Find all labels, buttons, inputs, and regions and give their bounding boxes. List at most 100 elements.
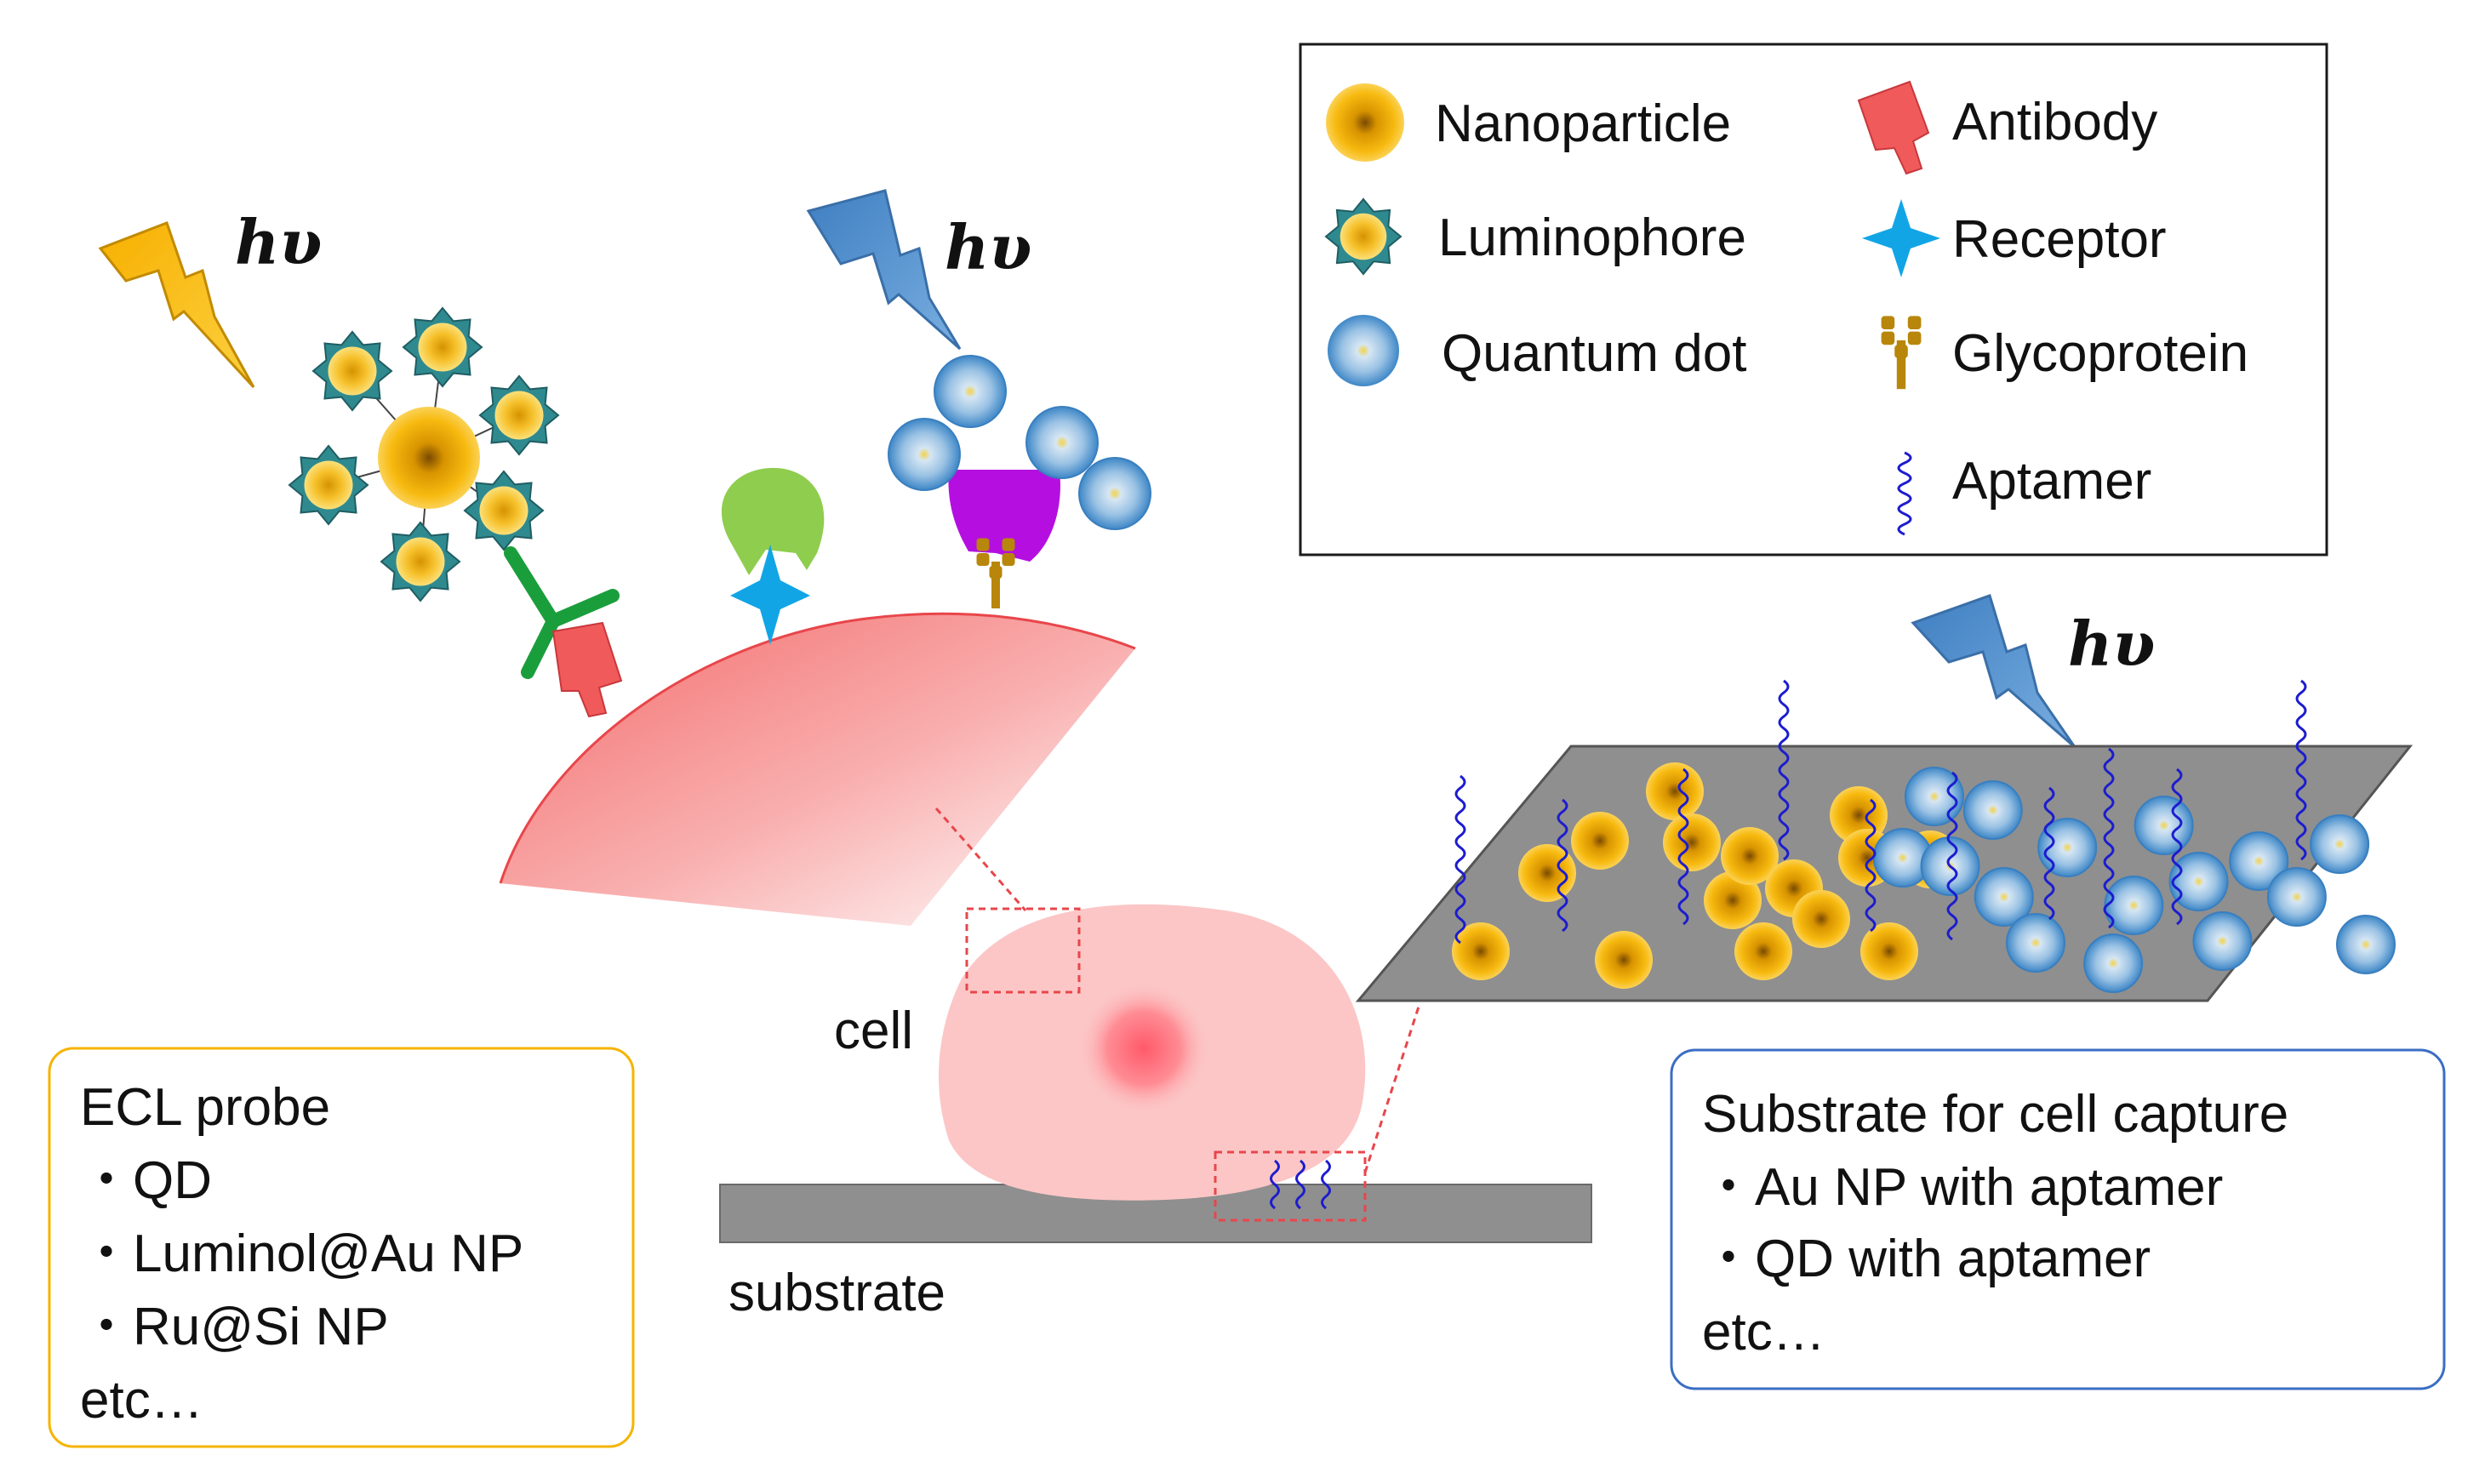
glycoprotein-sugar	[976, 538, 990, 551]
aptamer-icon	[1897, 451, 1912, 536]
glycoprotein-on-membrane	[976, 538, 1015, 608]
aptamer-strand	[1321, 1159, 1331, 1210]
quantum-dot	[1025, 406, 1099, 479]
luminophore-core	[479, 486, 528, 535]
receptor-star	[730, 545, 810, 645]
zoom-line-substrate	[1363, 1003, 1421, 1173]
zoom-box-membrane	[965, 907, 1081, 994]
quantum-dot	[1962, 780, 2023, 840]
ecl-probe-item: ・Luminol@Au NP	[80, 1224, 523, 1283]
ecl-probe-item: etc…	[80, 1371, 203, 1430]
antibody-icon	[1857, 80, 1930, 175]
antibody-green-y	[504, 546, 620, 679]
quantum-dot	[1974, 867, 2034, 927]
luminophore-core	[396, 537, 445, 586]
ecl-probe-item: ・Ru@Si NP	[80, 1298, 389, 1356]
aptamer-strand	[2171, 768, 2183, 926]
glycoprotein-icon	[1881, 316, 1922, 390]
glycoprotein-sugar	[1907, 316, 1922, 329]
cell-membrane-zoom	[500, 614, 1135, 926]
zoom-box-substrate	[1214, 1150, 1367, 1222]
luminophore-core	[328, 346, 377, 396]
legend-glycoprotein-label: Glycoprotein	[1952, 324, 2248, 383]
aptamer-strand	[2043, 786, 2055, 921]
quantum-dot	[888, 418, 961, 491]
glycoprotein-sugar	[1881, 316, 1895, 329]
photon-label-left: hυ	[235, 206, 322, 278]
legend-quantum-dot-label: Quantum dot	[1442, 324, 1746, 383]
antibody-red-on-membrane	[551, 621, 623, 718]
quantum-dot	[2266, 867, 2327, 927]
cell-membrane-edge	[499, 612, 1136, 884]
nanoparticle	[1571, 812, 1629, 870]
aptamer-strand	[2295, 679, 2307, 861]
nanoparticle	[1721, 827, 1779, 885]
quantum-dot	[934, 355, 1007, 428]
cell-label: cell	[834, 1002, 913, 1060]
ecl-probe-item: ・QD	[80, 1151, 212, 1210]
capture-box-item: etc…	[1702, 1303, 1825, 1361]
substrate-label: substrate	[728, 1264, 945, 1322]
aptamer-strand	[1557, 798, 1568, 933]
nanoparticle	[1595, 931, 1653, 989]
glycoprotein-sugar	[1894, 345, 1908, 358]
legend-box	[1299, 43, 2328, 556]
aptamer-strand	[1778, 679, 1790, 861]
luminophore-core	[494, 391, 544, 440]
nanoparticle	[1792, 890, 1850, 948]
glycoprotein-sugar	[1002, 538, 1015, 551]
quantum-dot	[2192, 911, 2253, 971]
aptamer-strand	[1295, 1159, 1305, 1210]
photon-bolt-right	[1911, 594, 2077, 749]
capture-box-title: Substrate for cell capture	[1702, 1085, 2288, 1144]
quantum-dot	[2005, 913, 2065, 973]
nanoparticle	[1646, 762, 1704, 820]
nanoparticle	[1704, 871, 1762, 929]
glycoprotein-stem	[1896, 340, 1906, 390]
aptamer-strand	[1270, 1159, 1280, 1210]
aptamer-strand	[1946, 771, 1958, 941]
quantum-dot	[2310, 814, 2370, 874]
photon-bolt-left	[98, 221, 255, 389]
legend-nanoparticle-label: Nanoparticle	[1435, 94, 1731, 153]
ecl-probe-box	[48, 1047, 635, 1448]
nanoparticle	[1734, 922, 1792, 980]
aptamer-strand	[1677, 768, 1689, 926]
receptor-icon	[1862, 199, 1940, 277]
quantum-dot-icon	[1328, 315, 1399, 386]
quantum-dot	[2083, 933, 2144, 993]
legend-antibody-label: Antibody	[1952, 93, 2157, 151]
quantum-dot	[1078, 457, 1151, 530]
luminophore-core	[418, 322, 467, 372]
luminophore-core	[304, 460, 353, 510]
glycoprotein-sugar	[989, 566, 1003, 579]
glycoprotein-sugar	[1907, 331, 1922, 345]
quantum-dot	[2104, 876, 2164, 935]
glycoprotein-sugar	[1881, 331, 1895, 345]
aptamer-strand	[1865, 798, 1877, 933]
capture-aptamers	[1454, 679, 2307, 945]
photon-label-middle: hυ	[945, 211, 1031, 283]
capture-box-item: ・QD with aptamer	[1702, 1230, 2151, 1288]
nanoparticle-icon	[1326, 83, 1404, 162]
glycoprotein-sugar	[976, 553, 990, 566]
quantum-dot	[2229, 831, 2289, 891]
capture-box	[1670, 1048, 2446, 1390]
photon-label-right: hυ	[2068, 608, 2155, 680]
capture-box-item: ・Au NP with aptamer	[1702, 1158, 2223, 1217]
quantum-dot-cluster	[888, 355, 1151, 530]
cell-nucleus	[1077, 982, 1210, 1115]
legend-receptor-label: Receptor	[1952, 210, 2167, 269]
quantum-dot	[2134, 796, 2194, 855]
legend-luminophore-label: Luminophore	[1438, 208, 1746, 267]
luminophore-group	[288, 306, 560, 602]
nanoparticle	[1663, 813, 1721, 871]
aptamers-under-cell	[1270, 1159, 1331, 1210]
aptamer-strand	[1454, 774, 1466, 945]
ecl-probe-title: ECL probe	[80, 1078, 330, 1137]
nanoparticle	[1452, 922, 1510, 980]
probe-nanoparticle	[378, 407, 480, 509]
lectin-purple	[948, 470, 1060, 562]
aptamer-strand	[2103, 747, 2115, 929]
